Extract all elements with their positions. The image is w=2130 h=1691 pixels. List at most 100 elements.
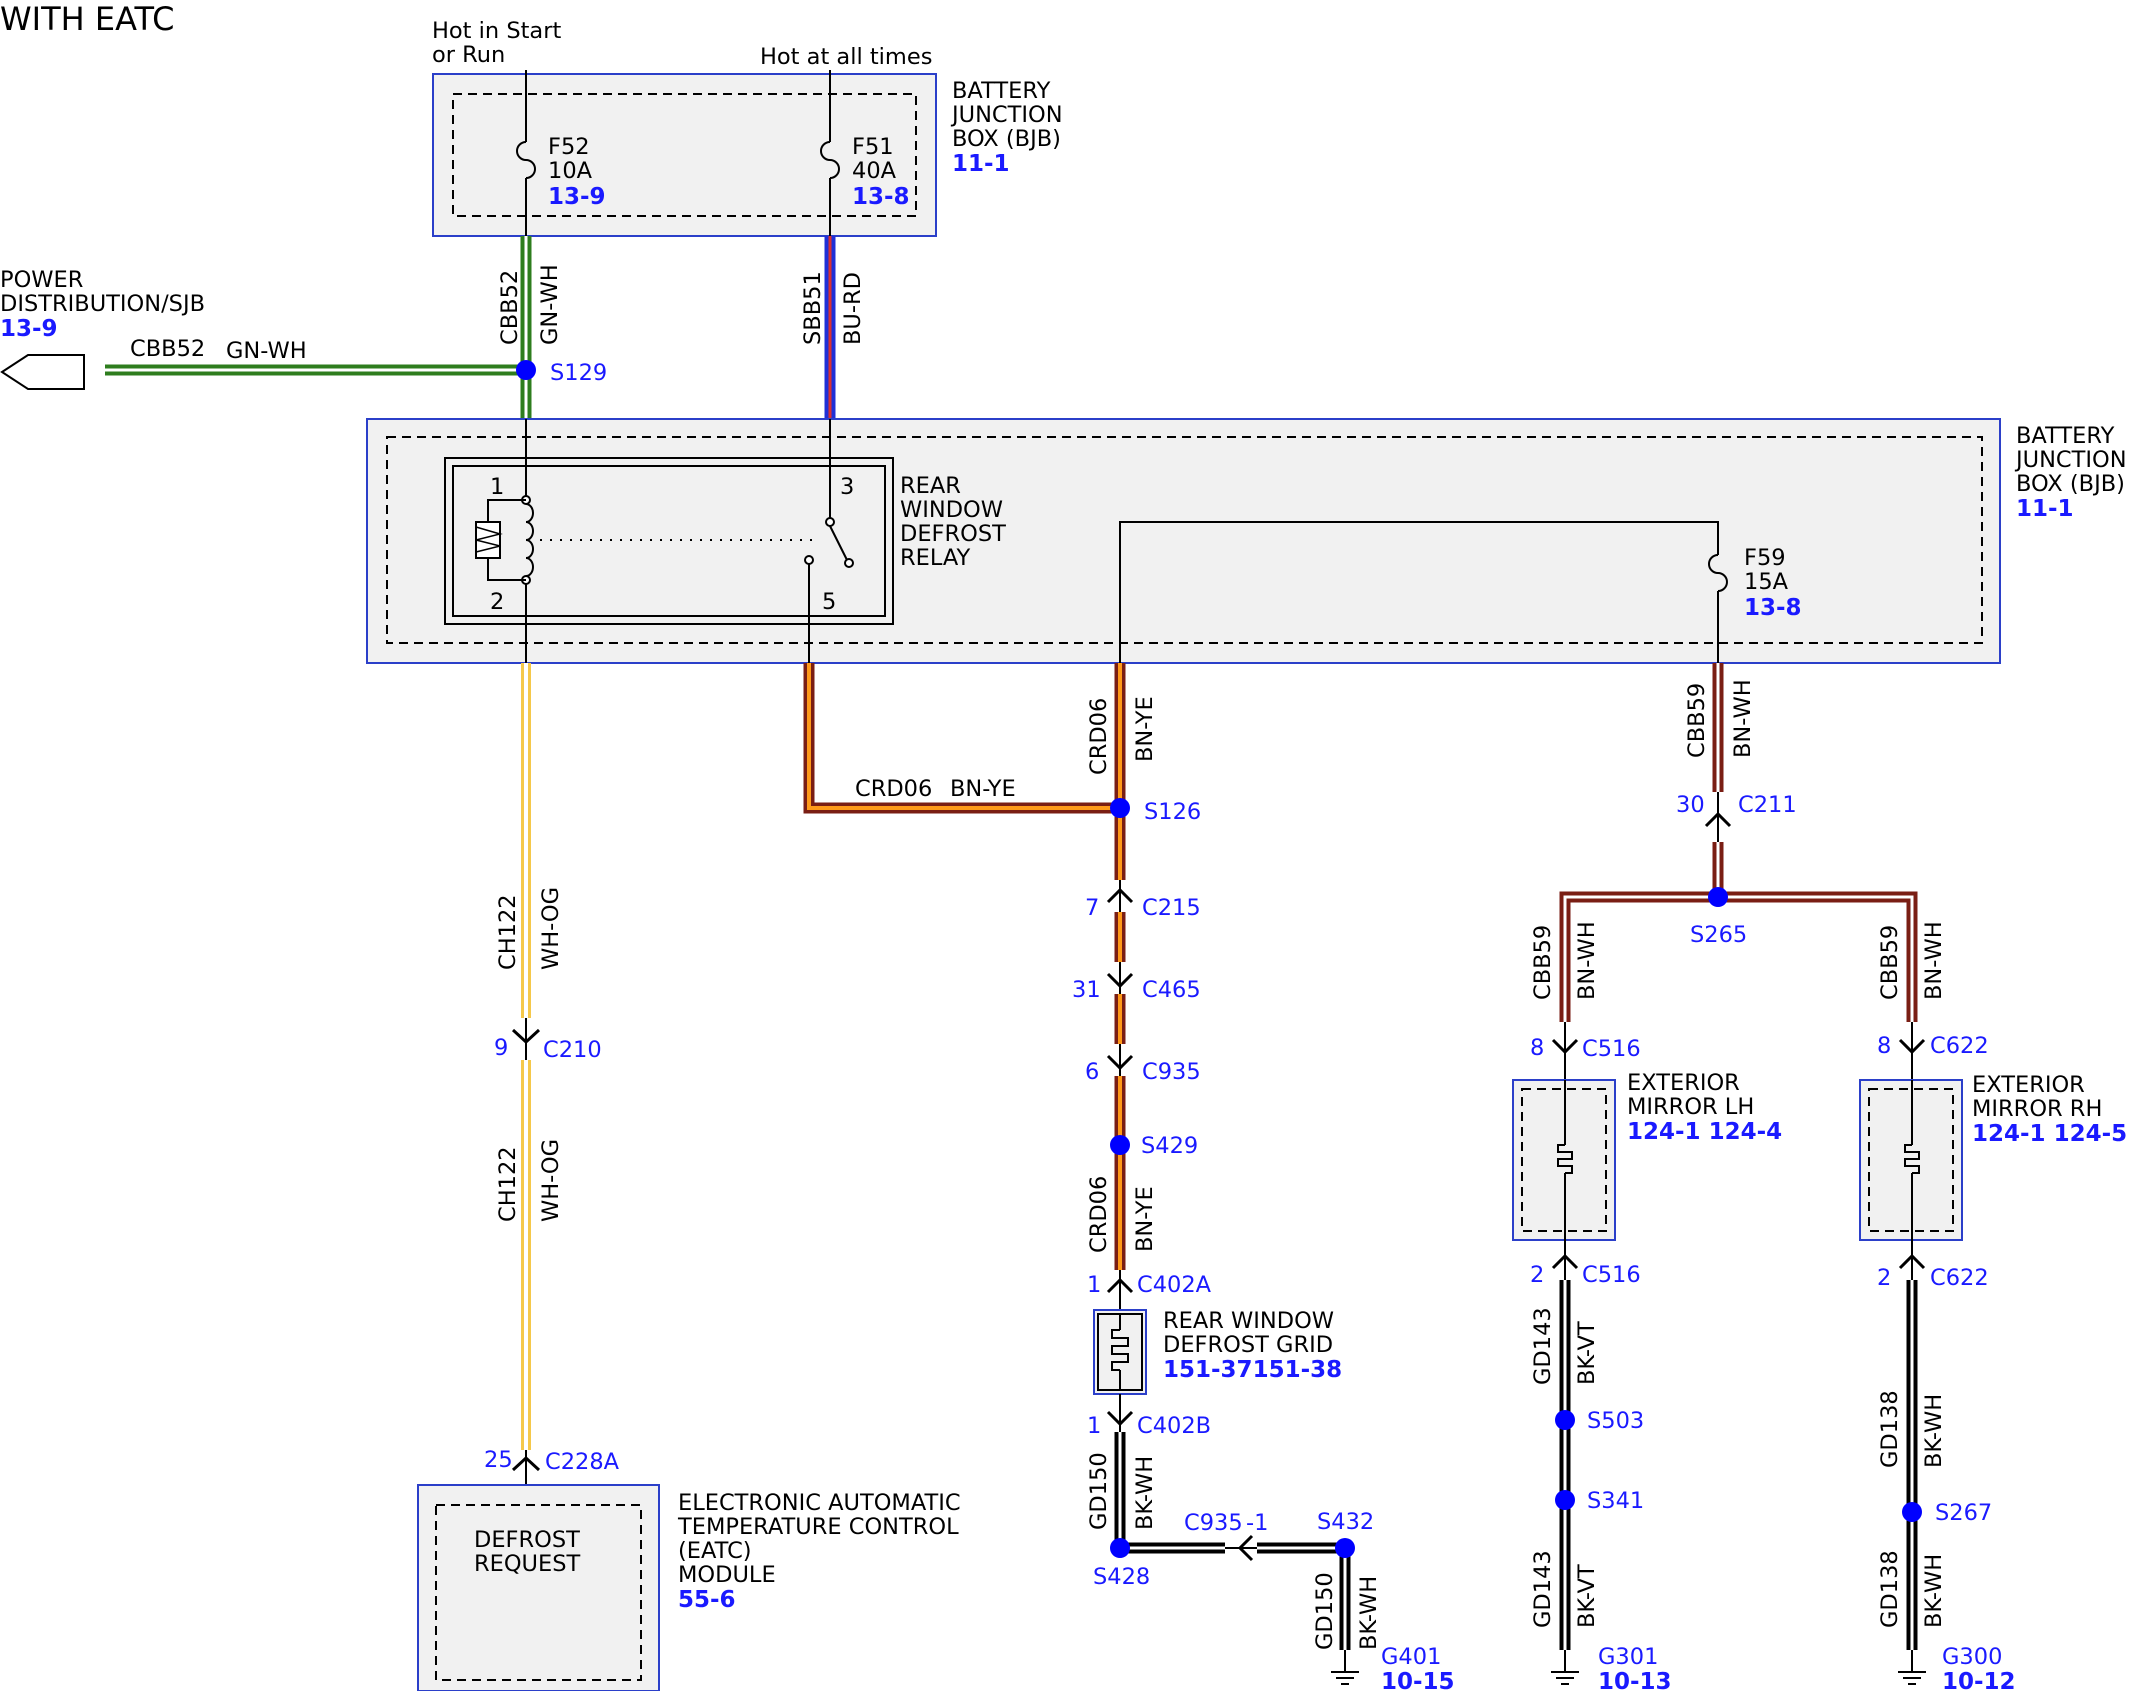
connector-c516-bot-pin: 2 [1530, 1262, 1544, 1288]
ground-g401: G401 10-15 [1331, 1644, 1455, 1691]
fuse-f52-ref: 13-9 [548, 184, 606, 210]
wire-label-bnye-a: BN-YE [1132, 696, 1158, 762]
splice-s126-label: S126 [1144, 799, 1201, 825]
main-bjb-ref: 11-1 [2016, 496, 2074, 522]
heater-lh-icon [1557, 1144, 1573, 1174]
wire-label-cbb52-h: CBB52 [130, 336, 205, 362]
connector-c402a-pin: 1 [1087, 1272, 1101, 1298]
connector-c210-name: C210 [543, 1037, 602, 1063]
wire-label-bnwh-c: BN-WH [1921, 921, 1947, 1000]
relay-pin-5: 5 [822, 589, 836, 615]
eatc-label-1: ELECTRONIC AUTOMATIC [678, 1490, 961, 1516]
wire-label-bnwh-b: BN-WH [1574, 921, 1600, 1000]
wire-label-whog-b: WH-OG [538, 1139, 564, 1222]
connector-c935: 6 C935 [1085, 1044, 1201, 1085]
mirror-rh-label-2: MIRROR RH [1972, 1096, 2102, 1122]
splice-s341-label: S341 [1587, 1488, 1644, 1514]
mirror-lh-label-2: MIRROR LH [1627, 1094, 1754, 1120]
fuse-f59-ref: 13-8 [1744, 595, 1802, 621]
wire-label-cbb52-v: CBB52 [497, 270, 523, 345]
connector-c935-name: C935 [1142, 1059, 1201, 1085]
fuse-f59-name: F59 [1744, 545, 1786, 571]
wire-label-gd143-b: GD143 [1530, 1550, 1556, 1628]
wire-label-whog-a: WH-OG [538, 887, 564, 970]
relay-pin-3: 3 [840, 474, 854, 500]
connector-c215: 7 C215 [1085, 880, 1201, 921]
connector-c935b-name: C935 [1184, 1510, 1243, 1536]
wire-label-bkwh-c: BK-WH [1921, 1394, 1947, 1468]
connector-c516-bot-name: C516 [1582, 1262, 1641, 1288]
wire-label-cbb59-b: CBB59 [1530, 925, 1556, 1000]
mirror-lh-label-1: EXTERIOR [1627, 1070, 1740, 1096]
main-bjb: BATTERY JUNCTION BOX (BJB) 11-1 REAR WIN… [366, 418, 2127, 664]
wire-label-ch122-a: CH122 [495, 894, 521, 970]
connector-c516-top-name: C516 [1582, 1036, 1641, 1062]
defrost-grid: REAR WINDOW DEFROST GRID 151-37151-38 [1093, 1308, 1342, 1395]
connector-c402a-name: C402A [1137, 1272, 1212, 1298]
wire-label-bkwh-d: BK-WH [1921, 1554, 1947, 1628]
wire-label-gd138-b: GD138 [1877, 1550, 1903, 1628]
main-bjb-label-3: BOX (BJB) [2016, 471, 2125, 497]
connector-c516-top-pin: 8 [1530, 1035, 1544, 1061]
wire-label-gd138-a: GD138 [1877, 1390, 1903, 1468]
mirror-lh: EXTERIOR MIRROR LH 124-1 124-4 [1512, 1070, 1782, 1241]
wire-sbb51: SBB51 BU-RD [800, 236, 866, 419]
eatc-inner-2: REQUEST [474, 1551, 581, 1577]
connector-arrow-icon [0, 354, 85, 390]
fuse-f51-icon [820, 141, 840, 179]
main-bjb-label-2: JUNCTION [2014, 447, 2127, 473]
splice-s503 [1555, 1410, 1575, 1430]
ground-icon [1551, 1671, 1579, 1685]
connector-c622-top: 8 C622 [1877, 1033, 1989, 1059]
splice-s341 [1555, 1490, 1575, 1510]
heater-rh-icon [1904, 1144, 1920, 1174]
grid-label-1: REAR WINDOW [1163, 1308, 1334, 1334]
splice-s428-label: S428 [1093, 1564, 1150, 1590]
splice-s432 [1335, 1538, 1355, 1558]
top-bjb-label-1: BATTERY [952, 78, 1051, 104]
mirror-rh-label-1: EXTERIOR [1972, 1072, 2085, 1098]
relay-label-4: RELAY [900, 545, 971, 571]
connector-c516-bottom: 2 C516 [1530, 1240, 1641, 1288]
eatc-ref: 55-6 [678, 1587, 736, 1613]
wire-ch122: CH122 WH-OG CH122 WH-OG [495, 663, 564, 1505]
fuse-f52-icon [516, 141, 536, 179]
power-dist-label-1: POWER [0, 267, 83, 293]
wire-label-sbb51: SBB51 [800, 271, 826, 345]
wire-label-bkwh-a: BK-WH [1132, 1456, 1158, 1530]
connector-c622-bottom: 2 C622 [1877, 1240, 1989, 1291]
splice-s129 [516, 360, 536, 380]
top-bjb-ref: 11-1 [952, 151, 1010, 177]
ground-g300-name: G300 [1942, 1644, 2002, 1670]
hot-start-label-2: or Run [432, 42, 505, 68]
heating-element-icon [1111, 1329, 1129, 1371]
ground-g300-ref: 10-12 [1942, 1669, 2016, 1691]
ground-g301-ref: 10-13 [1598, 1669, 1672, 1691]
power-distribution-connector: POWER DISTRIBUTION/SJB 13-9 [0, 267, 205, 390]
eatc-inner-1: DEFROST [474, 1527, 580, 1553]
relay-label-1: REAR [900, 473, 961, 499]
wire-label-gnwh-h: GN-WH [226, 338, 307, 364]
connector-c211-pin: 30 [1676, 792, 1705, 818]
connector-c402a: 1 C402A [1087, 1270, 1212, 1310]
mirror-lh-ref: 124-1 124-4 [1627, 1119, 1782, 1145]
splice-s428 [1110, 1538, 1130, 1558]
wire-label-bnye-h: BN-YE [950, 776, 1016, 802]
connector-c402b-pin: 1 [1087, 1413, 1101, 1439]
wire-label-bkvt-b: BK-VT [1574, 1564, 1600, 1628]
main-bjb-label-1: BATTERY [2016, 423, 2115, 449]
ground-g401-ref: 10-15 [1381, 1669, 1455, 1691]
eatc-module: DEFROST REQUEST ELECTRONIC AUTOMATIC TEM… [417, 1484, 961, 1691]
connector-c622-top-pin: 8 [1877, 1033, 1891, 1059]
fuse-f52-rating: 10A [548, 158, 593, 184]
wire-label-cbb59-c: CBB59 [1877, 925, 1903, 1000]
connector-c465-name: C465 [1142, 977, 1201, 1003]
ground-g301: G301 10-13 [1551, 1644, 1672, 1691]
wire-label-crd06-h: CRD06 [855, 776, 932, 802]
grid-label-2: DEFROST GRID [1163, 1332, 1333, 1358]
wire-cbb59: CBB59 BN-WH CBB59 BN-WH CBB59 BN-WH [1530, 663, 1947, 1080]
connector-c228a-name: C228A [545, 1449, 620, 1475]
connector-c465-pin: 31 [1072, 977, 1101, 1003]
connector-c228a-pin: 25 [484, 1447, 513, 1473]
splice-s429 [1110, 1135, 1130, 1155]
